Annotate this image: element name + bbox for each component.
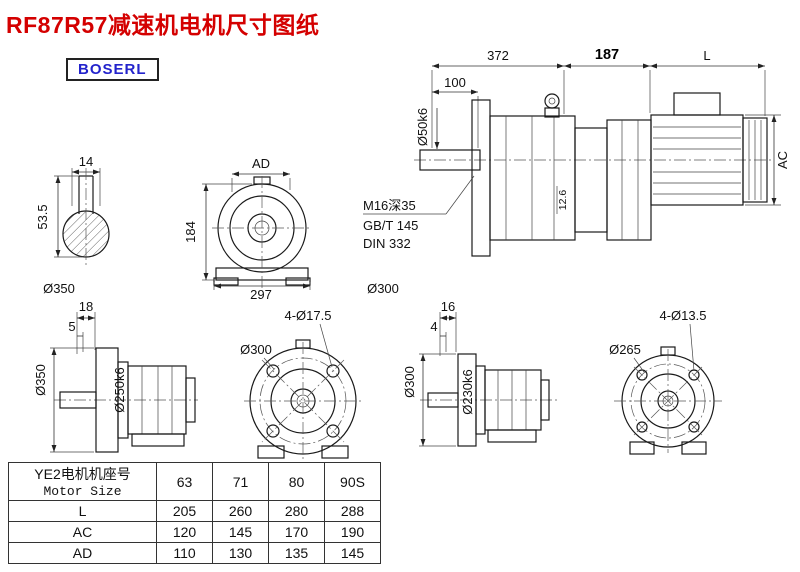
dim-100-label: 100: [444, 75, 466, 90]
dim-14-label: 14: [79, 154, 93, 169]
dia-265-label: Ø265: [609, 342, 641, 357]
dia-300-flange-label: Ø300: [402, 366, 417, 398]
bolt-holes-small-label: 4-Ø13.5: [660, 308, 707, 323]
standard-din-label: DIN 332: [363, 236, 411, 251]
bolt-circle-300-label: Ø300: [240, 342, 272, 357]
brand-logo: BOSERL: [66, 58, 159, 81]
assembly-side-view: 372 187 L 100 Ø50k6: [363, 47, 790, 257]
table-cell: 110: [156, 542, 213, 564]
frame-size-col: 71: [212, 462, 269, 501]
row-label: AD: [8, 542, 157, 564]
dim-16-label: 16: [441, 299, 455, 314]
dim-18-label: 18: [79, 299, 93, 314]
dim-187-label: 187: [595, 47, 619, 63]
page-title: RF87R57减速机电机尺寸图纸: [6, 12, 320, 38]
dim-ac-label: AC: [775, 151, 790, 169]
dim-53-5-label: 53.5: [35, 204, 50, 229]
standard-gb-label: GB/T 145: [363, 218, 418, 233]
motor-size-header-cn: YE2电机机座号: [34, 466, 131, 482]
table-row: AC 120 145 170 190: [8, 521, 381, 543]
dia-230k6-label: Ø230k6: [460, 369, 475, 415]
table-row: AD 110 130 135 145: [8, 542, 381, 564]
thread-spec-label: M16深35: [363, 198, 416, 213]
dia-350-label: Ø350: [43, 281, 75, 296]
table-cell: 170: [268, 521, 325, 543]
dim-184-label: 184: [183, 221, 198, 243]
frame-size-col: 90S: [324, 462, 381, 501]
table-cell: 205: [156, 500, 213, 522]
motor-size-table: YE2电机机座号 Motor Size 63 71 80 90S L 205 2…: [8, 462, 381, 564]
table-cell: 145: [212, 521, 269, 543]
dia-300-note-label: Ø300: [367, 281, 399, 296]
dim-ad-label: AD: [252, 156, 270, 171]
dia-250k6-label: Ø250k6: [112, 367, 127, 413]
flange-side-view-small: 16 4 Ø300 Ø230k6: [402, 299, 558, 447]
flange-side-view-large: 18 5 Ø350 Ø250k6: [33, 299, 198, 453]
dim-5-label: 5: [68, 319, 75, 334]
frame-size-col: 80: [268, 462, 325, 501]
row-label: L: [8, 500, 157, 522]
dim-372-label: 372: [487, 48, 509, 63]
table-header-row: YE2电机机座号 Motor Size 63 71 80 90S: [8, 462, 381, 501]
motor-size-header: YE2电机机座号 Motor Size: [8, 462, 157, 501]
table-cell: 280: [268, 500, 325, 522]
table-cell: 190: [324, 521, 381, 543]
dim-297-label: 297: [250, 287, 272, 302]
shaft-diameter-label: Ø50k6: [415, 108, 430, 146]
dim-4-label: 4: [430, 319, 437, 334]
frame-size-col: 63: [156, 462, 213, 501]
motor-size-header-en: Motor Size: [43, 484, 122, 499]
shaft-section-view: 14 53.5 Ø350: [35, 154, 110, 296]
flange-front-view-large: 4-Ø17.5 Ø300: [240, 308, 362, 460]
dim-l-label: L: [703, 48, 710, 63]
dia-350-flange-label: Ø350: [33, 364, 48, 396]
table-cell: 120: [156, 521, 213, 543]
dim-12-6-label: 12.6: [557, 190, 569, 211]
table-cell: 260: [212, 500, 269, 522]
row-label: AC: [8, 521, 157, 543]
gearbox-front-view: AD 184 297 Ø300: [183, 156, 399, 302]
table-cell: 288: [324, 500, 381, 522]
table-cell: 135: [268, 542, 325, 564]
table-cell: 145: [324, 542, 381, 564]
table-cell: 130: [212, 542, 269, 564]
bolt-holes-large-label: 4-Ø17.5: [285, 308, 332, 323]
table-row: L 205 260 280 288: [8, 500, 381, 522]
flange-front-view-small: 4-Ø13.5 Ø265: [609, 308, 722, 455]
